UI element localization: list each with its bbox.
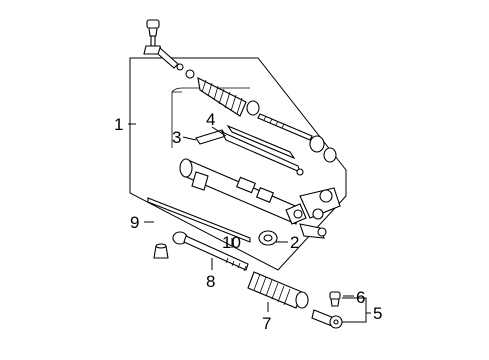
callout-10: 10 [222, 233, 241, 252]
callout-6: 6 [356, 288, 365, 307]
inner-bracket-outline [171, 87, 250, 148]
leader-5-bracket [342, 297, 371, 323]
callout-8: 8 [206, 272, 215, 291]
leader-3 [182, 136, 197, 141]
callout-7: 7 [262, 314, 271, 333]
small-bushing [153, 243, 169, 259]
upper-inner-tie-rod [257, 113, 337, 163]
lower-boot [247, 271, 309, 309]
assembly-panel [129, 57, 347, 271]
leader-4 [211, 126, 227, 137]
callout-1: 1 [114, 115, 123, 134]
upper-boot [185, 69, 260, 117]
callout-4: 4 [206, 110, 215, 129]
callout-2: 2 [290, 233, 299, 252]
upper-tie-rod-end [143, 19, 184, 71]
callout-3: 3 [172, 128, 181, 147]
lower-inner-tie-rod [172, 231, 249, 272]
callout-9: 9 [130, 213, 139, 232]
bushing [258, 230, 278, 246]
rack-housing [179, 158, 341, 239]
inner-rod [147, 197, 251, 243]
callout-5: 5 [373, 304, 382, 323]
outer-tie-rod-end [311, 291, 343, 329]
mounting-bracket [195, 124, 304, 176]
